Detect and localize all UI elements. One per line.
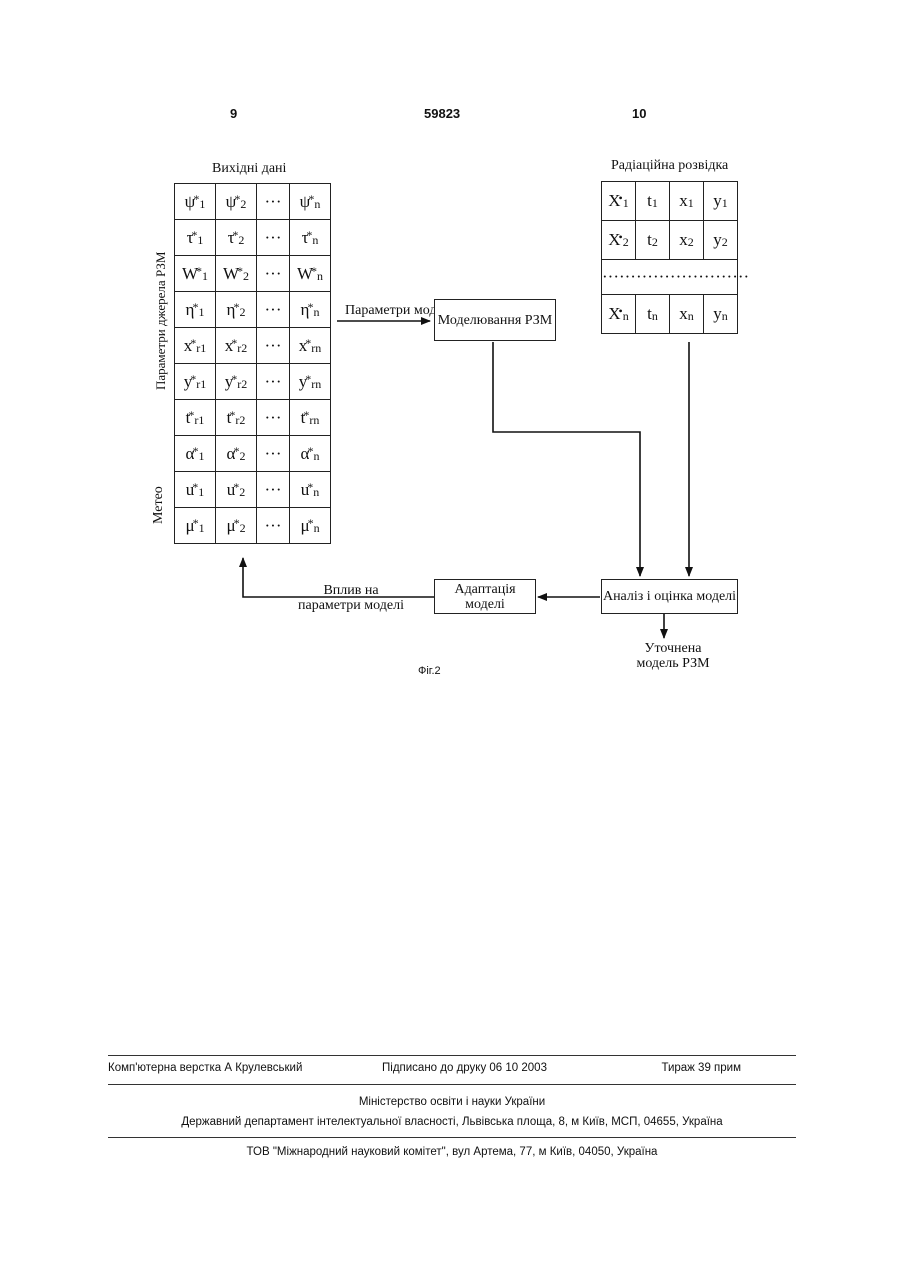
table-cell: ··· (257, 184, 290, 220)
table-cell: μ*1 (175, 508, 216, 544)
table-row: y*r1y*r2···y*rn (175, 364, 331, 400)
recon-separator-row: ·························· (602, 260, 738, 295)
footer-print-run: Тираж 39 прим (661, 1062, 741, 1074)
table-cell: η*2 (216, 292, 257, 328)
table-cell: α*n (290, 436, 331, 472)
table-cell: ··· (257, 508, 290, 544)
table-cell: η*1 (175, 292, 216, 328)
modeling-box: Моделювання РЗМ (434, 299, 556, 341)
recon-data-table: X•1t1x1y1X•2t2x2y2······················… (601, 181, 738, 334)
table-cell: τ*2 (216, 220, 257, 256)
table-cell: yn (704, 295, 738, 334)
refined-model-label: Уточнена модель РЗМ (628, 641, 718, 671)
table-cell: ··· (257, 472, 290, 508)
table-cell: t*rn (290, 400, 331, 436)
table-row: W*1W*2···W*n (175, 256, 331, 292)
table-cell: X•1 (602, 182, 636, 221)
table-cell: u*n (290, 472, 331, 508)
table-row: ·························· (602, 260, 738, 295)
table-cell: α*1 (175, 436, 216, 472)
table-cell: tn (636, 295, 670, 334)
table-cell: ··· (257, 292, 290, 328)
analysis-box: Аналіз і оцінка моделі (601, 579, 738, 614)
table-cell: t*r1 (175, 400, 216, 436)
table-cell: ··· (257, 364, 290, 400)
table-cell: τ*1 (175, 220, 216, 256)
table-row: u*1u*2···u*n (175, 472, 331, 508)
table-cell: u*2 (216, 472, 257, 508)
arrow-modeling-to-analysis (493, 342, 640, 576)
table-cell: y2 (704, 221, 738, 260)
table-row: x*r1x*r2···x*rn (175, 328, 331, 364)
table-cell: ··· (257, 220, 290, 256)
table-cell: u*1 (175, 472, 216, 508)
recon-title: Радіаційна розвідка (611, 158, 728, 173)
table-cell: t1 (636, 182, 670, 221)
footer-ministry: Міністерство освіти і науки України (108, 1096, 796, 1108)
table-cell: W*2 (216, 256, 257, 292)
table-row: α*1α*2···α*n (175, 436, 331, 472)
table-row: t*r1t*r2···t*rn (175, 400, 331, 436)
table-cell: x*r1 (175, 328, 216, 364)
table-cell: y*rn (290, 364, 331, 400)
footer-layout: Комп'ютерна верстка А Крулевський (108, 1062, 302, 1074)
influence-arrow-label: Вплив на параметри моделі (292, 583, 410, 613)
table-cell: ψ*1 (175, 184, 216, 220)
table-cell: ψ*n (290, 184, 331, 220)
table-cell: X•2 (602, 221, 636, 260)
table-cell: ··· (257, 328, 290, 364)
table-cell: x2 (670, 221, 704, 260)
table-row: X•ntnxnyn (602, 295, 738, 334)
table-cell: t*r2 (216, 400, 257, 436)
table-cell: y1 (704, 182, 738, 221)
footer-signed: Підписано до друку 06 10 2003 (382, 1062, 547, 1074)
figure-caption: Фіг.2 (418, 664, 441, 679)
table-row: τ*1τ*2···τ*n (175, 220, 331, 256)
footer-rule-2 (108, 1084, 796, 1085)
adaptation-box: Адаптація моделі (434, 579, 536, 614)
source-params-side-label: Параметри джерела РЗМ (153, 252, 169, 390)
table-cell: μ*n (290, 508, 331, 544)
table-cell: X•n (602, 295, 636, 334)
table-cell: ψ*2 (216, 184, 257, 220)
table-cell: ··· (257, 400, 290, 436)
table-cell: ··· (257, 256, 290, 292)
table-row: η*1η*2···η*n (175, 292, 331, 328)
table-cell: xn (670, 295, 704, 334)
table-row: μ*1μ*2···μ*n (175, 508, 331, 544)
table-cell: x*rn (290, 328, 331, 364)
source-data-table: ψ*1ψ*2···ψ*nτ*1τ*2···τ*nW*1W*2···W*nη*1η… (174, 183, 331, 544)
table-cell: x1 (670, 182, 704, 221)
table-cell: y*r2 (216, 364, 257, 400)
table-cell: α*2 (216, 436, 257, 472)
diagram-connectors (0, 0, 900, 760)
footer-publisher: ТОВ "Міжнародний науковий комітет", вул … (108, 1146, 796, 1158)
source-data-title: Вихідні дані (212, 161, 286, 176)
table-row: X•1t1x1y1 (602, 182, 738, 221)
table-row: ψ*1ψ*2···ψ*n (175, 184, 331, 220)
footer-rule-1 (108, 1055, 796, 1056)
footer-department: Державний департамент інтелектуальної вл… (108, 1116, 796, 1128)
table-cell: y*r1 (175, 364, 216, 400)
table-cell: τ*n (290, 220, 331, 256)
footer-rule-3 (108, 1137, 796, 1138)
table-cell: W*n (290, 256, 331, 292)
table-row: X•2t2x2y2 (602, 221, 738, 260)
table-cell: μ*2 (216, 508, 257, 544)
table-cell: W*1 (175, 256, 216, 292)
table-cell: η*n (290, 292, 331, 328)
table-cell: x*r2 (216, 328, 257, 364)
meteo-side-label: Метео (151, 486, 167, 524)
table-cell: ··· (257, 436, 290, 472)
table-cell: t2 (636, 221, 670, 260)
